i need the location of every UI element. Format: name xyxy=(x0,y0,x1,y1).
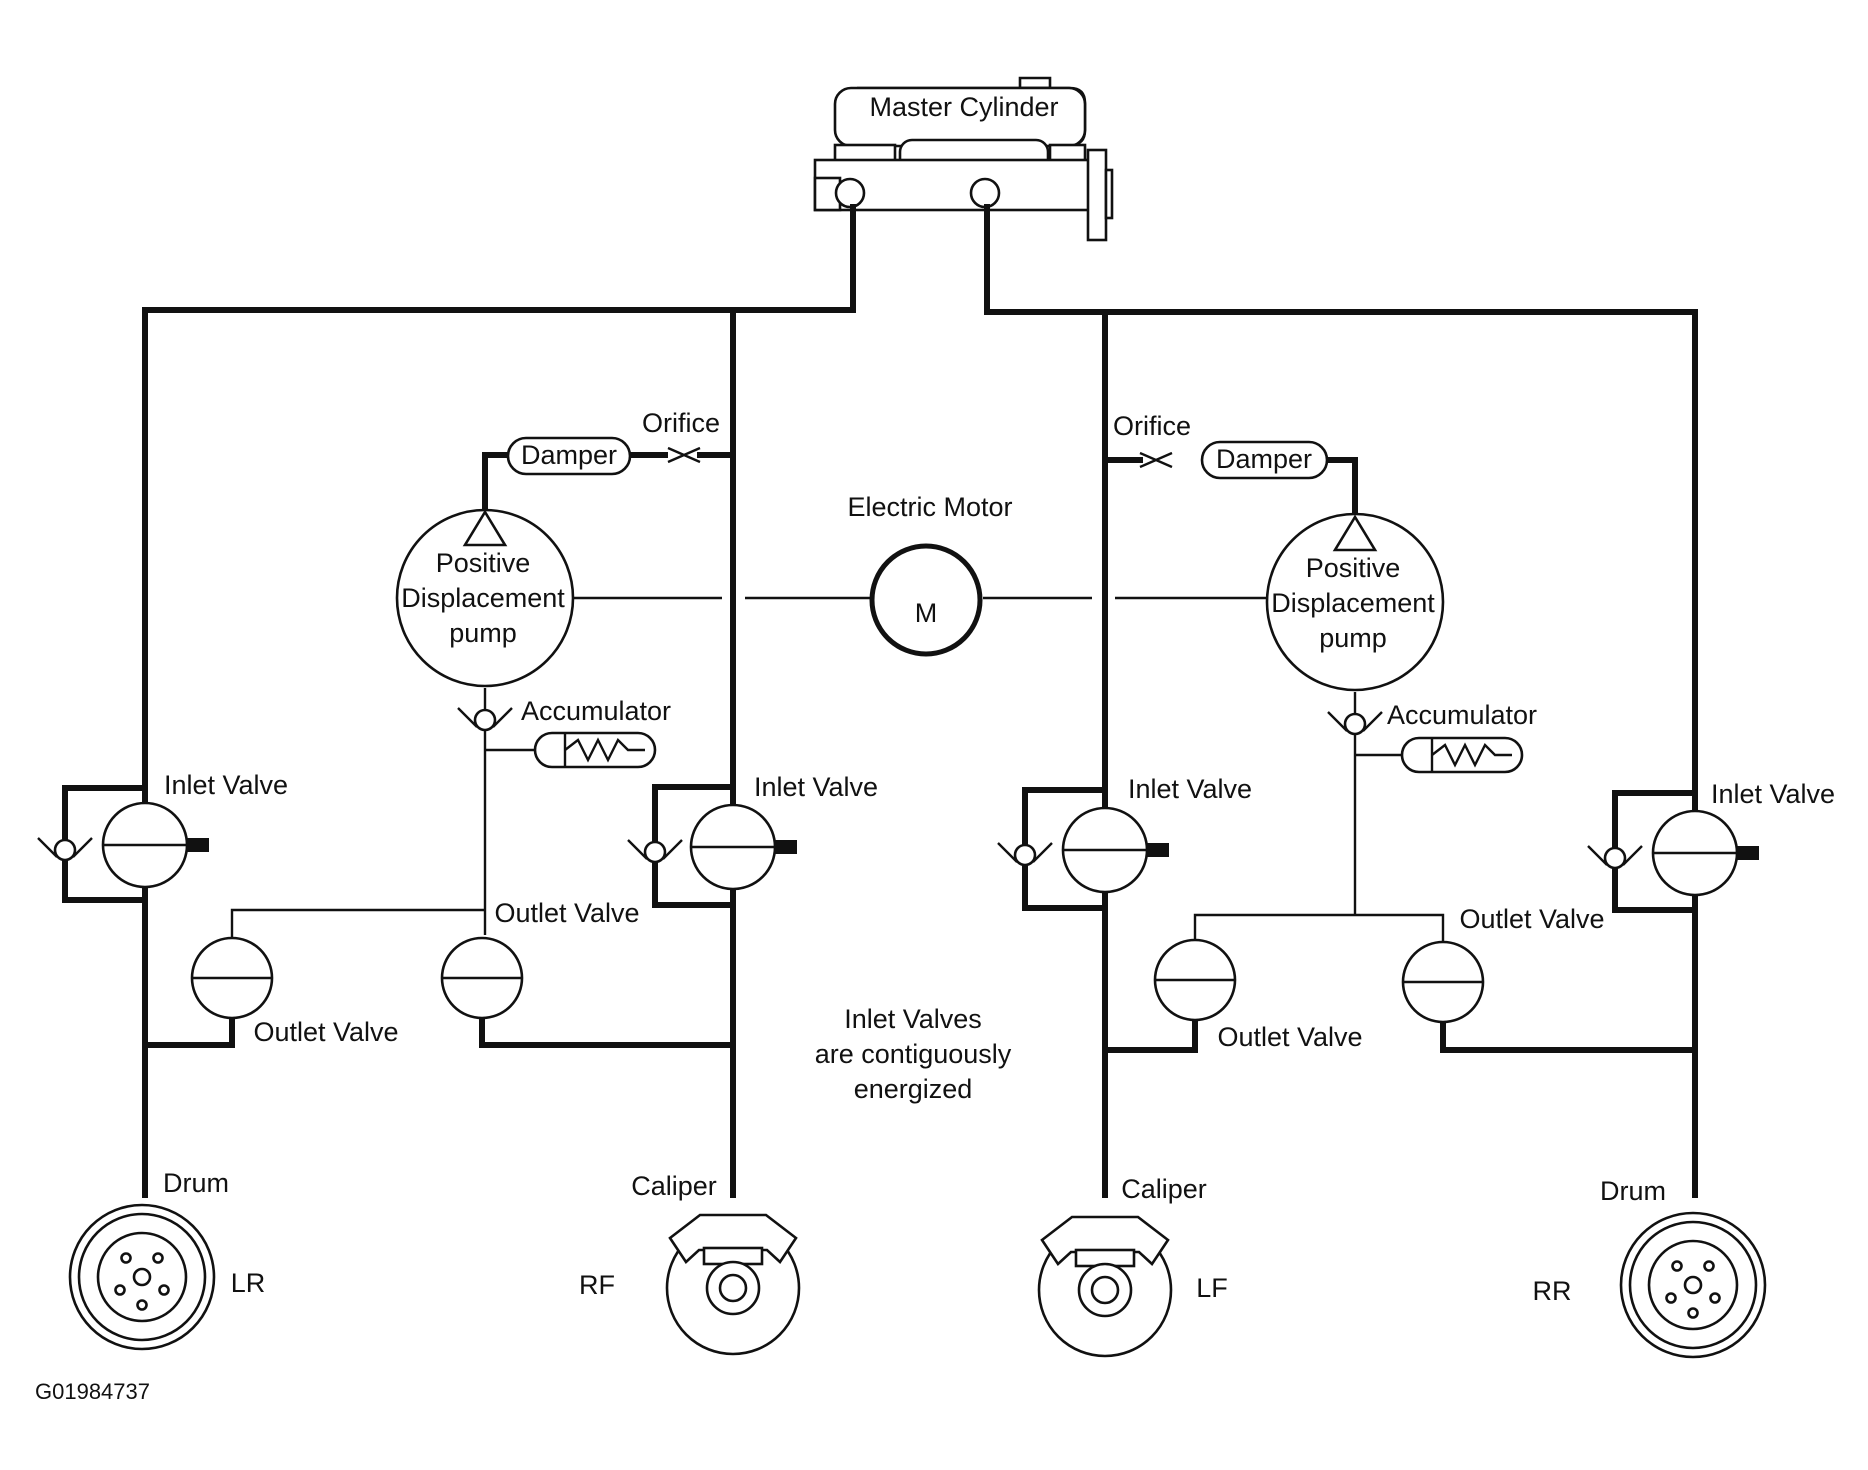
motor-letter: M xyxy=(915,598,938,628)
inlet-valve-rf-label: Inlet Valve xyxy=(754,772,878,802)
accumulator-right-label: Accumulator xyxy=(1387,700,1537,730)
orifice-left: Orifice xyxy=(642,408,720,464)
note-line-3: energized xyxy=(854,1074,973,1104)
inlet-valves-note: Inlet Valves are contiguously energized xyxy=(815,1004,1012,1104)
right-circuit-lines xyxy=(984,204,1698,1198)
outlet-valve-lf: Outlet Valve xyxy=(1153,938,1363,1052)
inlet-valve-lr-label: Inlet Valve xyxy=(164,770,288,800)
pump-right: Positive Displacement pump xyxy=(1265,512,1445,692)
drum-right-label: Drum xyxy=(1600,1176,1666,1206)
pump-left-label-1: Positive xyxy=(436,548,531,578)
electric-motor-label: Electric Motor xyxy=(847,492,1012,522)
pump-right-label-3: pump xyxy=(1319,623,1387,653)
wheel-lf-caliper: Caliper LF xyxy=(1037,1174,1228,1358)
pump-left-label-3: pump xyxy=(449,618,517,648)
accumulator-left: Accumulator xyxy=(521,696,671,769)
pump-left: Positive Displacement pump xyxy=(395,508,575,688)
caliper-left-label: Caliper xyxy=(631,1171,717,1201)
drum-left-label: Drum xyxy=(163,1168,229,1198)
electric-motor: M Electric Motor xyxy=(847,492,1013,657)
master-cylinder: Master Cylinder xyxy=(813,76,1114,242)
note-line-2: are contiguously xyxy=(815,1039,1012,1069)
orifice-right-label: Orifice xyxy=(1113,411,1191,441)
inlet-valve-lf-label: Inlet Valve xyxy=(1128,774,1252,804)
damper-left: Damper xyxy=(506,436,632,476)
pump-right-label-1: Positive xyxy=(1306,553,1401,583)
wheel-lr-label: LR xyxy=(231,1268,266,1298)
wheel-rf-caliper: Caliper RF xyxy=(579,1171,801,1356)
inlet-valve-lf: Inlet Valve xyxy=(997,774,1252,894)
outlet-valve-rr: Outlet Valve xyxy=(1401,904,1605,1024)
wheel-lf-label: LF xyxy=(1196,1273,1228,1303)
accumulator-left-label: Accumulator xyxy=(521,696,671,726)
note-line-1: Inlet Valves xyxy=(844,1004,982,1034)
inlet-valve-rr-label: Inlet Valve xyxy=(1711,779,1835,809)
pump-left-label-2: Displacement xyxy=(401,583,565,613)
wheel-rf-label: RF xyxy=(579,1270,615,1300)
check-valve-pump-left xyxy=(457,707,513,732)
outlet-valve-lr: Outlet Valve xyxy=(190,936,399,1047)
damper-right: Damper xyxy=(1200,440,1329,480)
caliper-right-label: Caliper xyxy=(1121,1174,1207,1204)
figure-code: G01984737 xyxy=(35,1379,150,1404)
outlet-valve-lf-label: Outlet Valve xyxy=(1217,1022,1362,1052)
master-cylinder-label: Master Cylinder xyxy=(869,92,1058,122)
inlet-valve-rr: Inlet Valve xyxy=(1587,779,1835,897)
outlet-valve-lr-label: Outlet Valve xyxy=(253,1017,398,1047)
inlet-valve-lr: Inlet Valve xyxy=(37,770,288,889)
left-circuit-lines xyxy=(62,204,856,1198)
outlet-valve-rf-label: Outlet Valve xyxy=(494,898,639,928)
check-valve-pump-right xyxy=(1327,711,1383,736)
inlet-valve-rf: Inlet Valve xyxy=(627,772,878,891)
orifice-left-label: Orifice xyxy=(642,408,720,438)
accumulator-right: Accumulator xyxy=(1387,700,1537,774)
damper-right-label: Damper xyxy=(1216,444,1312,474)
wheel-rr-drum: Drum RR xyxy=(1533,1176,1767,1359)
wheel-lr-drum: Drum LR xyxy=(68,1168,266,1351)
wheel-rr-label: RR xyxy=(1533,1276,1572,1306)
damper-left-label: Damper xyxy=(521,440,617,470)
outlet-valve-rr-label: Outlet Valve xyxy=(1459,904,1604,934)
outlet-valve-rf: Outlet Valve xyxy=(440,898,640,1020)
pump-right-label-2: Displacement xyxy=(1271,588,1435,618)
orifice-right: Orifice xyxy=(1113,411,1191,469)
